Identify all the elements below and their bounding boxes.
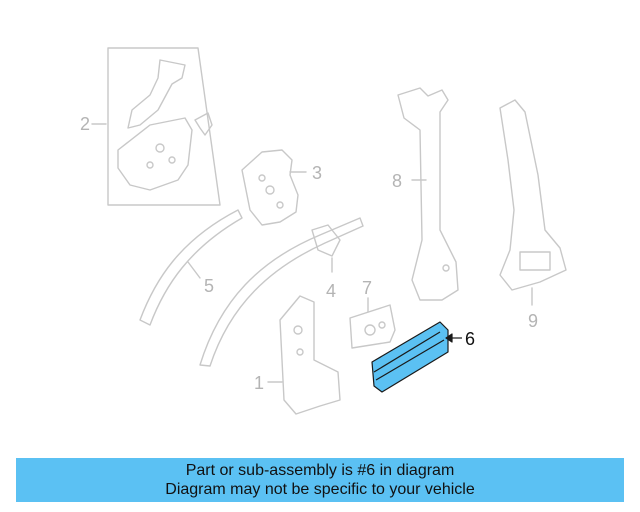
part-3-group <box>241 149 307 226</box>
callout-3: 3 <box>312 163 323 183</box>
banner-line-1: Part or sub-assembly is #6 in diagram <box>185 462 455 479</box>
part-8-group <box>397 87 459 301</box>
callout-1: 1 <box>254 373 265 393</box>
part-9-group <box>499 99 567 306</box>
parts-diagram <box>91 47 567 415</box>
callout-8: 8 <box>392 171 403 191</box>
part-5-group <box>139 209 243 326</box>
callout-6: 6 <box>465 329 476 349</box>
info-banner: Part or sub-assembly is #6 in diagram Di… <box>16 458 624 502</box>
part-2-group <box>91 47 221 206</box>
callout-2: 2 <box>80 114 91 134</box>
callout-7: 7 <box>362 278 373 298</box>
part-6-highlighted <box>371 321 462 393</box>
callout-5: 5 <box>204 276 215 296</box>
callout-9: 9 <box>528 311 539 331</box>
part-1-group <box>267 295 341 415</box>
part-4-group <box>199 217 364 367</box>
callout-4: 4 <box>326 281 337 301</box>
part-7-group <box>349 297 396 349</box>
banner-line-2: Diagram may not be specific to your vehi… <box>165 481 475 498</box>
